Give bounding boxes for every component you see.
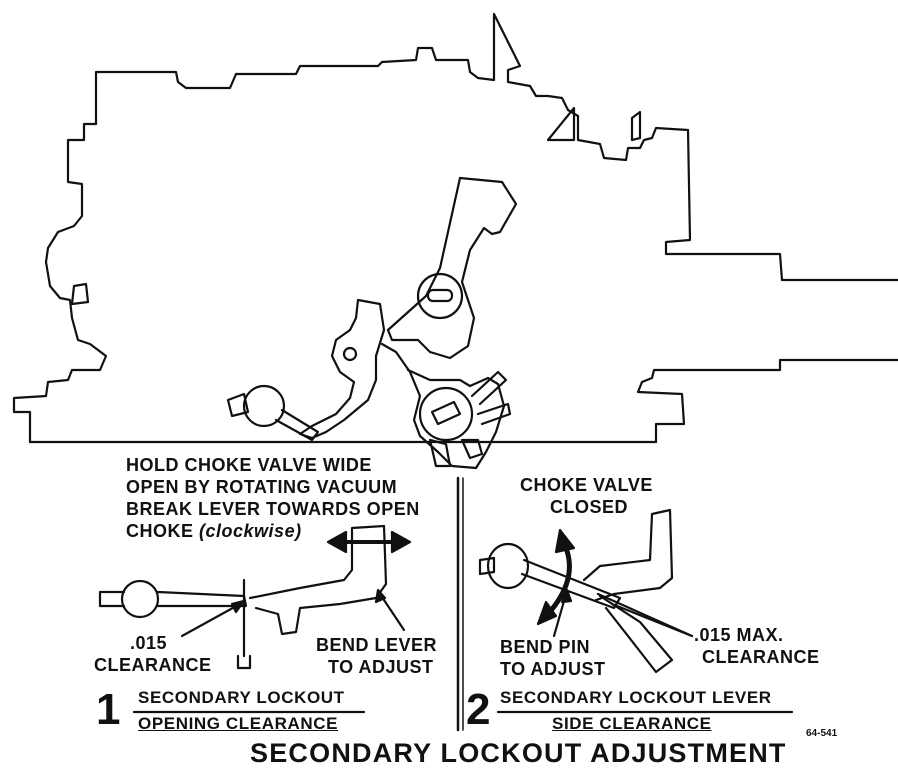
step1-pin-base	[236, 654, 252, 670]
max-clearance-leader-b	[610, 602, 694, 638]
lower-pivot	[418, 386, 474, 442]
step1-instruction-line4: CHOKE (clockwise)	[126, 520, 302, 542]
step2-bend-line1: BEND PIN	[500, 637, 591, 657]
figure-title: SECONDARY LOCKOUT ADJUSTMENT	[250, 738, 787, 768]
step1-shaft	[98, 590, 126, 608]
carburetor-base-outline	[28, 358, 898, 444]
step1-clearance-label: CLEARANCE	[94, 655, 212, 675]
choke-shaft-left	[226, 392, 250, 418]
step1-lever	[248, 524, 388, 636]
step2-caption-line1: SECONDARY LOCKOUT LEVER	[500, 688, 772, 707]
step2-lever	[582, 508, 674, 602]
top-bracket	[546, 106, 576, 142]
upper-pivot-slot	[426, 288, 454, 303]
step1-instruction-line2: OPEN BY ROTATING VACUUM	[126, 477, 398, 497]
left-port	[70, 282, 90, 306]
step2-caption-line2: SIDE CLEARANCE	[552, 714, 712, 733]
lower-tab	[428, 438, 484, 468]
vacuum-break-lever	[386, 176, 518, 360]
clearance-leader	[180, 602, 242, 638]
step1-number: 1	[96, 685, 121, 734]
secondary-lockout-lever	[298, 298, 386, 440]
carburetor-body-outline	[12, 12, 898, 444]
step1-hub	[120, 579, 160, 619]
step1-instruction-last: CHOKE	[126, 521, 194, 541]
step2-clearance-line2: CLEARANCE	[702, 647, 820, 667]
curved-arrow-bottom-head	[536, 600, 558, 626]
curved-arrow-top-head	[554, 528, 576, 554]
bend-lever-leader	[378, 592, 406, 632]
top-bracket-2	[630, 110, 642, 142]
lower-arm-2	[476, 402, 512, 426]
step1-instruction-italic: (clockwise)	[199, 521, 302, 541]
figure-ref-code: 64-541	[806, 728, 838, 739]
lever-hole	[342, 346, 358, 362]
clearance-leader-head	[230, 599, 246, 614]
step1-instruction-line3: BREAK LEVER TOWARDS OPEN	[126, 499, 420, 519]
step1-caption-line2: OPENING CLEARANCE	[138, 714, 339, 733]
step2-number: 2	[466, 685, 491, 734]
choke-shaft-hub	[242, 384, 286, 428]
step2-choke-line1: CHOKE VALVE	[520, 475, 653, 495]
curved-arrow	[545, 545, 572, 617]
lower-arm	[470, 370, 508, 406]
double-arrow-left-head	[326, 530, 348, 554]
lockout-lever	[380, 342, 506, 470]
step1-clearance-value: .015	[130, 633, 168, 653]
step2-lower-lever	[598, 594, 674, 674]
upper-pivot	[416, 272, 464, 320]
step2-clearance-line1: .015 MAX.	[694, 625, 784, 645]
step2-hub	[486, 542, 530, 590]
step2-bend-line2: TO ADJUST	[500, 659, 606, 679]
step1-bend-line2: TO ADJUST	[328, 657, 434, 677]
lower-pivot-slot	[430, 400, 462, 426]
double-arrow-right-head	[390, 530, 412, 554]
step1-instruction-line1: HOLD CHOKE VALVE WIDE	[126, 455, 372, 475]
step2-choke-line2: CLOSED	[550, 497, 629, 517]
step1-caption-line1: SECONDARY LOCKOUT	[138, 688, 345, 707]
bend-pin-leader-head	[560, 588, 573, 604]
choke-shaft-right	[274, 408, 320, 442]
step1-bend-line1: BEND LEVER	[316, 635, 438, 655]
bend-lever-leader-head	[374, 588, 387, 604]
